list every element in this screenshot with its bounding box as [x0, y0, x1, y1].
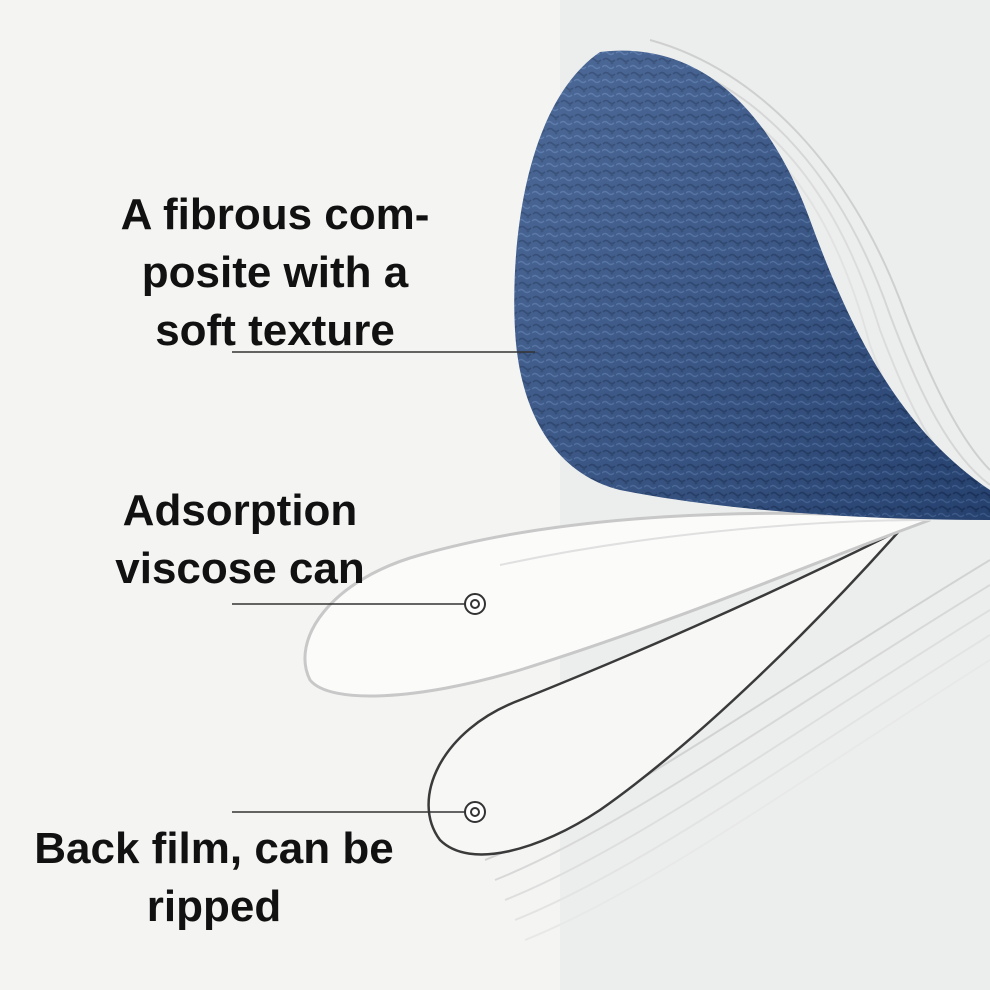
fibrous-composite-layer — [514, 50, 990, 521]
circle-dot-icon — [464, 593, 486, 615]
callout-line: ripped — [146, 882, 282, 931]
callout-line: soft texture — [155, 306, 395, 355]
back-film-body — [427, 528, 901, 856]
adsorption-viscose-layer — [303, 511, 931, 698]
callout-fibrous-composite: A fibrous com- posite with a soft textur… — [95, 186, 455, 360]
callout-line: A fibrous com- — [120, 190, 430, 239]
circle-dot-icon — [464, 801, 486, 823]
callout-line: posite with a — [141, 248, 409, 297]
callout-line: Adsorption — [122, 486, 358, 535]
back-film-layer — [427, 528, 990, 941]
callout-adsorption-viscose: Adsorption viscose can — [95, 482, 385, 598]
callout-line: Back film, can be — [34, 824, 394, 873]
callout-line: viscose can — [115, 544, 365, 593]
callout-back-film: Back film, can be ripped — [8, 820, 420, 936]
